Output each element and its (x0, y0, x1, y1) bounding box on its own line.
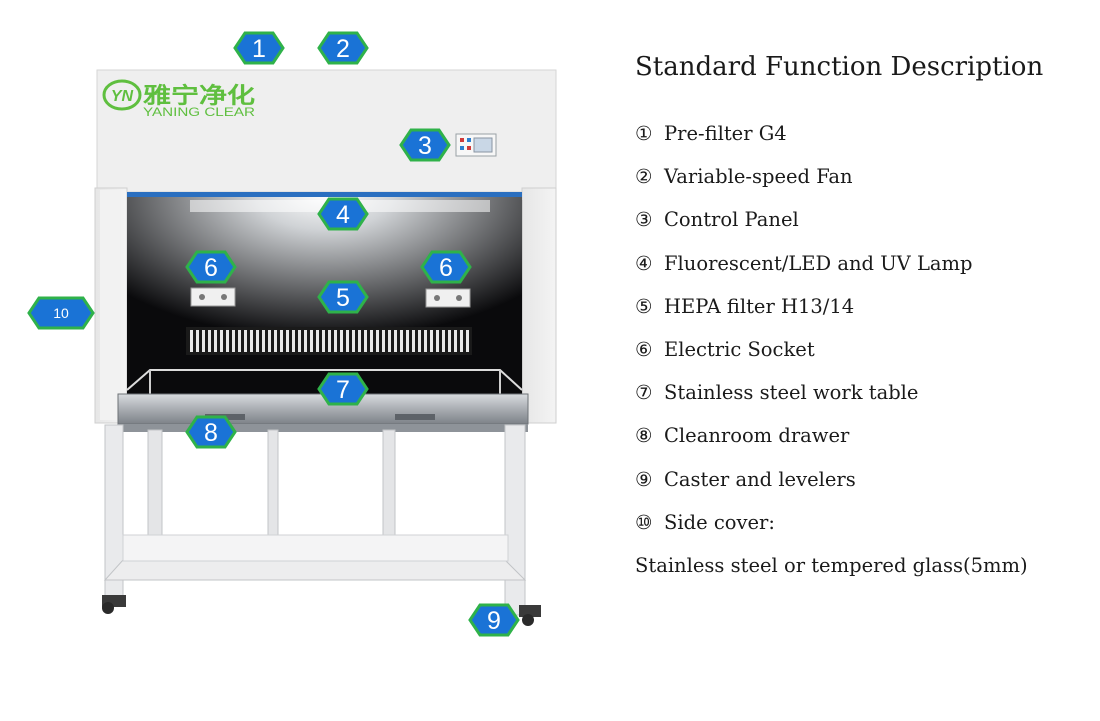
callout-number: 6 (204, 254, 218, 282)
feature-item: ⑤ HEPA filter H13/14 (635, 295, 1085, 338)
description-title: Standard Function Description (635, 52, 1044, 82)
feature-number: ④ (635, 251, 653, 275)
feature-item: ⑥ Electric Socket (635, 338, 1085, 381)
callout-markers: 1 2 3 4 5 6 6 7 8 9 10 (27, 31, 520, 637)
feature-item: ⑧ Cleanroom drawer (635, 424, 1085, 467)
callout-number: 4 (336, 201, 350, 229)
feature-text: Fluorescent/LED and UV Lamp (664, 251, 973, 275)
work-chamber (126, 192, 523, 401)
casters (102, 595, 541, 626)
callout-number: 9 (487, 607, 501, 635)
feature-text: Caster and levelers (664, 467, 856, 491)
feature-item: ⑨ Caster and levelers (635, 468, 1085, 511)
feature-item: ① Pre-filter G4 (635, 122, 1085, 165)
callout-7: 7 (317, 372, 369, 406)
control-panel (455, 133, 497, 157)
callout-2: 2 (317, 31, 369, 65)
feature-text: Variable-speed Fan (664, 165, 853, 189)
feature-text: Cleanroom drawer (664, 424, 850, 448)
feature-text: Side cover: (664, 510, 775, 534)
callout-number: 6 (439, 254, 453, 282)
callout-number: 8 (204, 419, 218, 447)
brand-logo: YN 雅宁净化 YANING CLEAR (102, 79, 255, 119)
feature-item: ② Variable-speed Fan (635, 165, 1085, 208)
callout-10: 10 (27, 296, 95, 330)
callout-number: 10 (53, 305, 69, 321)
callout-1: 1 (233, 31, 285, 65)
callout-number: 3 (418, 132, 432, 160)
feature-item: ⑩ Side cover: (635, 511, 1085, 554)
logo-english-name: YANING CLEAR (143, 105, 255, 119)
callout-9: 9 (468, 603, 520, 637)
right-socket (425, 288, 471, 308)
feature-number: ② (635, 165, 653, 189)
feature-number: ⑧ (635, 424, 653, 448)
left-socket (190, 287, 236, 307)
feature-number: ③ (635, 208, 653, 232)
feature-item: ③ Control Panel (635, 208, 1085, 251)
feature-item: ④ Fluorescent/LED and UV Lamp (635, 252, 1085, 295)
side-cover-note: Stainless steel or tempered glass(5mm) (635, 553, 1028, 577)
cabinet-hood (96, 69, 557, 193)
callout-8: 8 (185, 415, 237, 449)
feature-text: Control Panel (664, 208, 799, 232)
callout-number: 1 (252, 35, 266, 63)
callout-number: 7 (336, 376, 350, 404)
feature-text: Stainless steel work table (664, 381, 919, 405)
feature-text: Pre-filter G4 (664, 122, 787, 145)
callout-6: 6 (185, 250, 237, 284)
feature-number: ⑦ (635, 381, 653, 405)
callout-3: 3 (399, 128, 451, 162)
stand-frame (103, 424, 527, 616)
feature-number: ① (635, 122, 653, 145)
callout-4: 4 (317, 197, 369, 231)
feature-item: ⑦ Stainless steel work table (635, 381, 1085, 424)
feature-number: ⑥ (635, 337, 653, 361)
feature-list: ① Pre-filter G4 ② Variable-speed Fan ③ Contro… (635, 122, 1085, 554)
callout-number: 2 (336, 35, 350, 63)
feature-number: ⑩ (635, 510, 653, 534)
callout-6: 6 (420, 250, 472, 284)
feature-text: HEPA filter H13/14 (664, 294, 855, 318)
feature-number: ⑨ (635, 467, 653, 491)
logo-mark: YN (111, 88, 134, 105)
feature-text: Electric Socket (664, 337, 815, 361)
callout-5: 5 (317, 280, 369, 314)
work-table (117, 393, 529, 432)
feature-number: ⑤ (635, 294, 653, 318)
logo-chinese-name: 雅宁净化 (143, 83, 255, 109)
function-description: Standard Function Description ① Pre-filte… (635, 52, 1085, 597)
callout-number: 5 (336, 284, 350, 312)
